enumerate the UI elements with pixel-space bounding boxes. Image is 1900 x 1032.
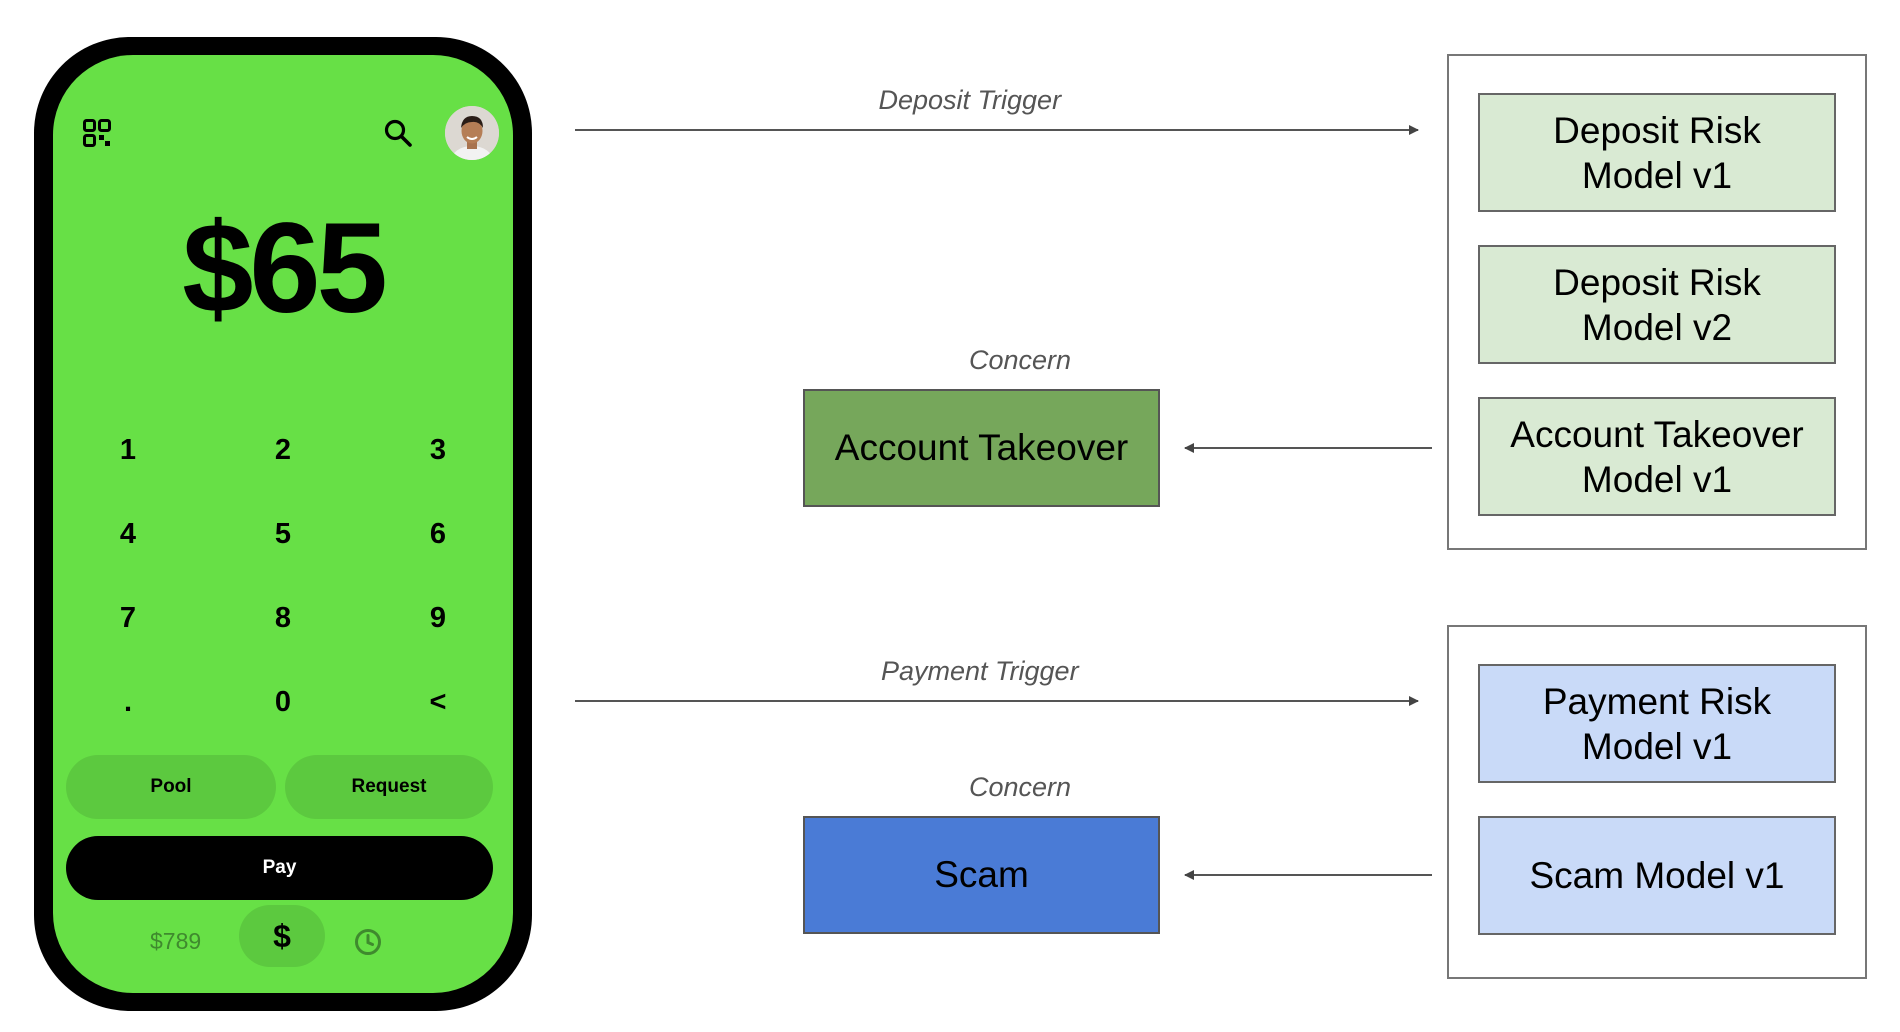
request-button[interactable]: Request	[285, 755, 493, 819]
clock-icon[interactable]	[353, 927, 383, 957]
key-6[interactable]: 6	[429, 518, 447, 550]
model-version: Model v1	[1581, 725, 1733, 767]
model-version: Model v1	[1581, 154, 1733, 196]
key-8[interactable]: 8	[274, 602, 292, 634]
key-3[interactable]: 3	[429, 434, 447, 466]
key-1[interactable]: 1	[119, 434, 137, 466]
phone-mockup: $65 1 2 3 4 5 6 7 8 9 . 0 < Pool Request…	[34, 37, 532, 1011]
model-name: Payment Risk	[1542, 680, 1772, 722]
balance-tab[interactable]: $789	[150, 928, 202, 954]
model-name: Account Takeover	[1510, 413, 1804, 455]
model-name: Scam Model v1	[1529, 855, 1785, 896]
payment-trigger-label: Payment Trigger	[881, 656, 1079, 686]
model-name: Deposit Risk	[1553, 261, 1761, 303]
model-version: Model v1	[1581, 458, 1733, 500]
model-version: Model v2	[1581, 306, 1733, 348]
payment-amount: $65	[182, 197, 388, 340]
concern-label-1: Concern	[969, 345, 1072, 375]
key-decimal[interactable]: .	[123, 686, 133, 718]
search-icon[interactable]	[383, 118, 413, 148]
key-4[interactable]: 4	[119, 518, 137, 550]
pool-button[interactable]: Pool	[66, 755, 276, 819]
key-backspace[interactable]: <	[429, 686, 447, 718]
pay-button[interactable]: Pay	[66, 836, 493, 900]
concern-label-2: Concern	[969, 772, 1072, 802]
deposit-trigger-label: Deposit Trigger	[878, 85, 1062, 115]
qr-code-icon[interactable]	[83, 119, 111, 147]
phone-screen: $65 1 2 3 4 5 6 7 8 9 . 0 < Pool Request…	[53, 55, 513, 993]
account-takeover-concern: Account Takeover	[803, 389, 1160, 507]
key-2[interactable]: 2	[274, 434, 292, 466]
model-name: Deposit Risk	[1553, 109, 1761, 151]
money-tab[interactable]: $	[239, 905, 325, 967]
key-0[interactable]: 0	[274, 686, 292, 718]
key-7[interactable]: 7	[119, 602, 137, 634]
scam-concern: Scam	[803, 816, 1160, 934]
key-5[interactable]: 5	[274, 518, 292, 550]
key-9[interactable]: 9	[429, 602, 447, 634]
scam-model-v1: Scam Model v1	[1478, 816, 1836, 935]
user-avatar[interactable]	[445, 106, 499, 160]
